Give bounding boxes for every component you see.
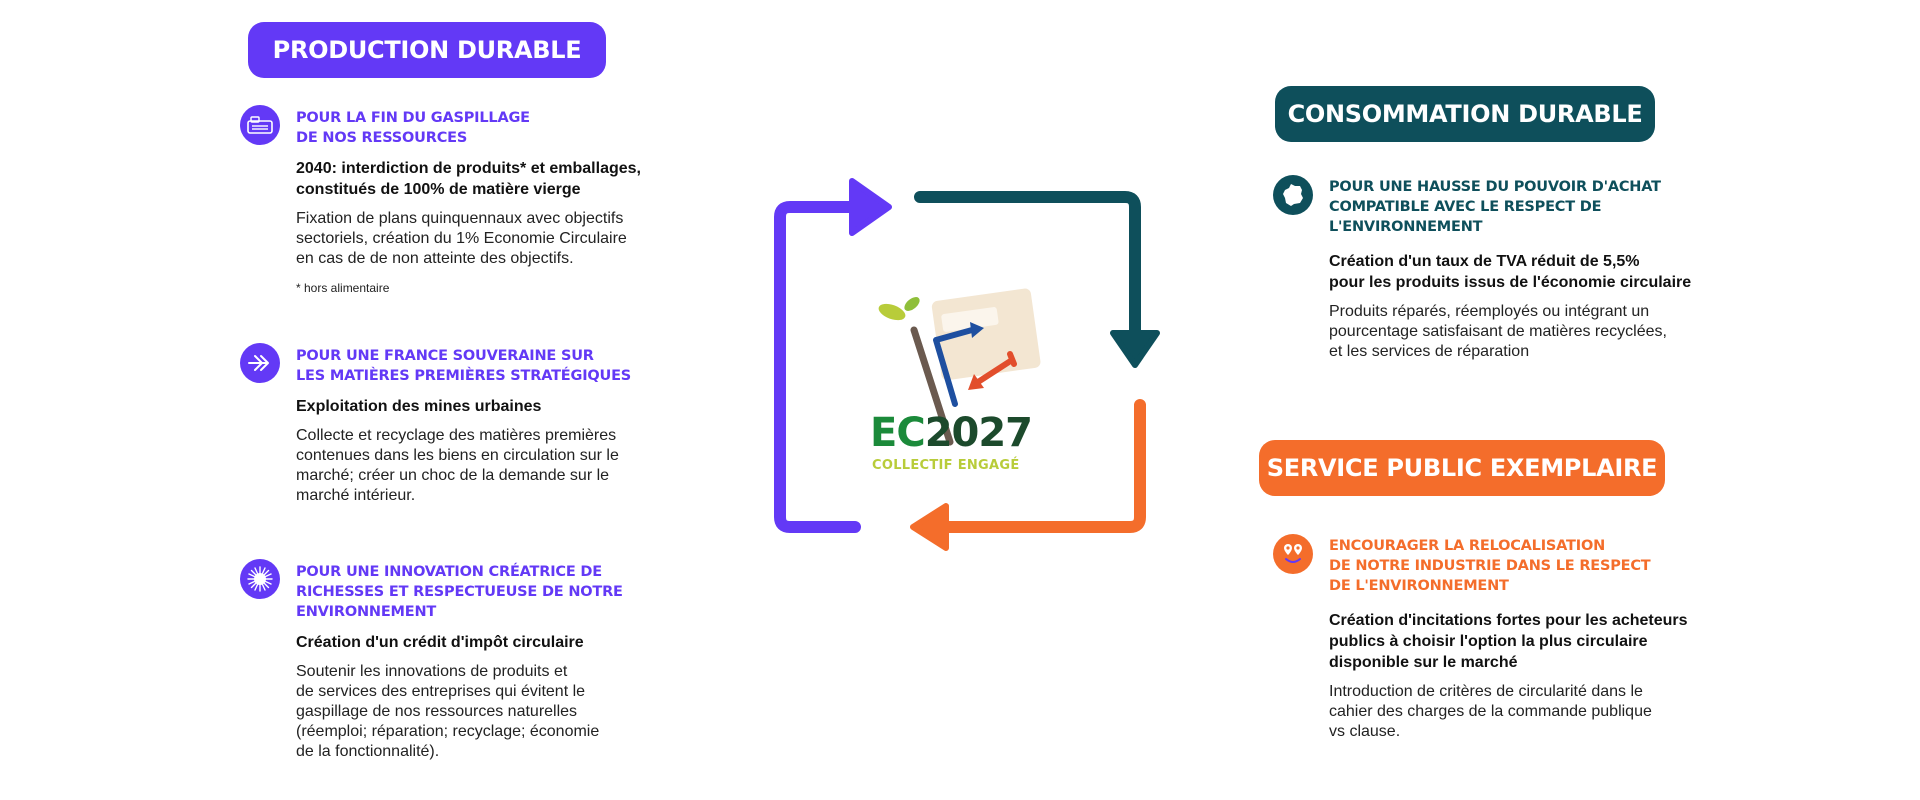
item-measure: Création d'un crédit d'impôt circulaire: [296, 634, 584, 651]
item-title: POUR UNE HAUSSE DU POUVOIR D'ACHAT COMPA…: [1329, 179, 1661, 235]
ec2027-logo-icon: [878, 288, 1041, 446]
logo-wordmark: EC2027: [870, 410, 1033, 456]
item-description: Soutenir les innovations de produits et …: [296, 663, 600, 760]
item-france-souveraine: POUR UNE FRANCE SOUVERAINE SUR LES MATIÈ…: [296, 346, 676, 506]
logo-year-text: 2027: [924, 410, 1033, 456]
item-relocalisation: ENCOURAGER LA RELOCALISATION DE NOTRE IN…: [1329, 536, 1749, 742]
smiley-location-icon: [1273, 534, 1313, 574]
orange-arrow: [939, 399, 1146, 533]
item-description: Fixation de plans quinquennaux avec obje…: [296, 210, 627, 267]
item-measure: Création d'incitations fortes pour les a…: [1329, 612, 1688, 671]
purple-arrowhead: [849, 178, 892, 236]
double-arrow-icon: [240, 343, 280, 383]
sparkle-icon: [240, 559, 280, 599]
item-title: POUR LA FIN DU GASPILLAGE DE NOS RESSOUR…: [296, 110, 530, 146]
item-title: POUR UNE INNOVATION CRÉATRICE DE RICHESS…: [296, 564, 623, 620]
item-title: POUR UNE FRANCE SOUVERAINE SUR LES MATIÈ…: [296, 348, 632, 384]
item-description: Collecte et recyclage des matières premi…: [296, 427, 619, 504]
consommation-durable-header: CONSOMMATION DURABLE: [1275, 86, 1655, 142]
teal-arrow: [914, 191, 1141, 341]
item-pouvoir-achat: POUR UNE HAUSSE DU POUVOIR D'ACHAT COMPA…: [1329, 177, 1749, 362]
item-measure: Exploitation des mines urbaines: [296, 398, 542, 415]
service-public-header: SERVICE PUBLIC EXEMPLAIRE: [1259, 440, 1665, 496]
logo-tagline: COLLECTIF ENGAGÉ: [872, 458, 1020, 473]
orange-arrowhead: [910, 503, 949, 551]
item-description: Introduction de critères de circularité …: [1329, 683, 1652, 740]
item-description: Produits réparés, réemployés ou intégran…: [1329, 303, 1667, 360]
item-fin-gaspillage: POUR LA FIN DU GASPILLAGE DE NOS RESSOUR…: [296, 108, 676, 295]
teal-arrowhead: [1110, 330, 1160, 368]
logo-ec-text: EC: [870, 410, 926, 456]
item-measure: Création d'un taux de TVA réduit de 5,5%…: [1329, 253, 1692, 291]
circular-economy-cycle: [774, 178, 1160, 551]
purple-arrow: [774, 201, 861, 533]
item-measure: 2040: interdiction de produits* et embal…: [296, 160, 641, 198]
item-title: ENCOURAGER LA RELOCALISATION DE NOTRE IN…: [1329, 538, 1651, 594]
item-footnote: * hors alimentaire: [296, 281, 390, 295]
production-durable-header: PRODUCTION DURABLE: [248, 22, 606, 78]
factory-icon: [240, 105, 280, 145]
item-innovation: POUR UNE INNOVATION CRÉATRICE DE RICHESS…: [296, 562, 676, 762]
france-map-icon: [1273, 175, 1313, 215]
